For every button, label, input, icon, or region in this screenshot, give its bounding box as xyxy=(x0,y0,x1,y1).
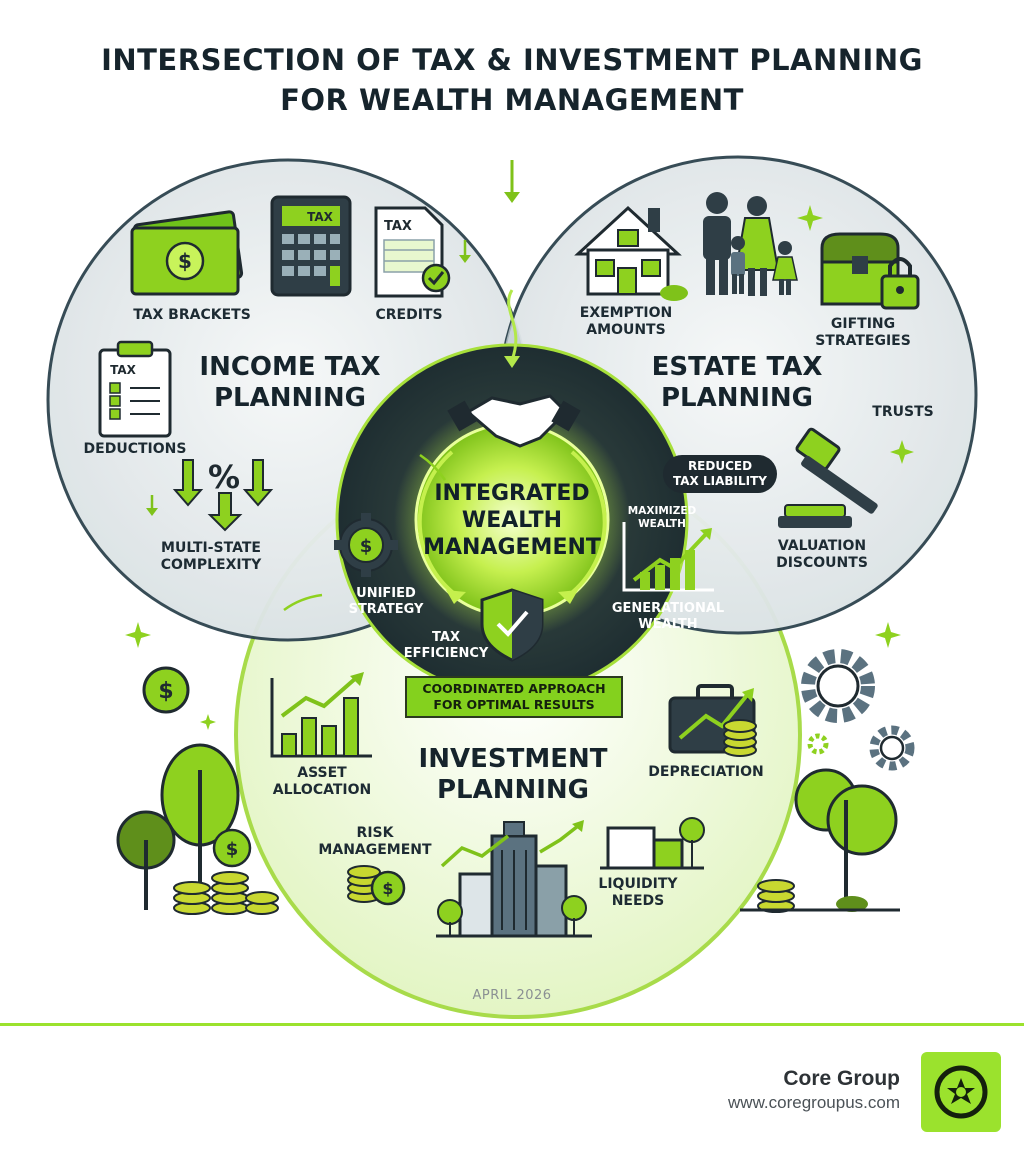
unified-strategy-label: UNIFIED STRATEGY xyxy=(348,586,424,617)
money-icon: $ xyxy=(130,210,244,296)
footer-brand: Core Group www.coregroupus.com xyxy=(728,1066,900,1114)
liquidity-needs-label: LIQUIDITY NEEDS xyxy=(598,876,678,909)
depreciation-label: DEPRECIATION xyxy=(648,764,764,780)
tree-icon-right xyxy=(740,768,900,913)
gear-dollar-text: $ xyxy=(360,536,373,557)
calculator-tax-text: TAX xyxy=(307,210,334,224)
deductions-label: DEDUCTIONS xyxy=(83,441,187,457)
percent-text: % xyxy=(208,458,240,496)
swirl-arrows xyxy=(283,453,447,612)
tree-icon xyxy=(116,743,240,910)
tax-form-text: TAX xyxy=(384,219,412,234)
percent-arrows-icon: % xyxy=(146,458,274,532)
bar-chart-icon xyxy=(270,672,372,758)
coin-dollar-text: $ xyxy=(382,879,393,898)
dollar-coin-icon: $ xyxy=(142,666,190,714)
company-url[interactable]: www.coregroupus.com xyxy=(728,1093,900,1112)
integrated-wealth-management-title: INTEGRATED WEALTH MANAGEMENT xyxy=(423,481,601,560)
dollar-gear-icon: $ xyxy=(334,513,398,577)
clipboard-icon: TAX xyxy=(98,340,172,438)
tax-efficiency-label: TAX EFFICIENCY xyxy=(403,630,489,661)
generational-wealth-label: GENERATIONAL WEALTH xyxy=(611,601,725,632)
handshake-icon xyxy=(447,394,581,448)
investment-planning-title: INVESTMENT PLANNING xyxy=(418,744,608,805)
left-coin-dollar-text: $ xyxy=(158,679,173,704)
gifting-strategies-label: GIFTING STRATEGIES xyxy=(815,316,911,349)
clipboard-tax-text: TAX xyxy=(110,363,137,377)
reduced-tax-liability-badge: REDUCED TAX LIABILITY xyxy=(663,455,777,493)
calculator-icon: TAX xyxy=(270,195,352,297)
asset-allocation-label: ASSET ALLOCATION xyxy=(272,765,372,798)
coin-stack-icon: $ xyxy=(173,828,279,915)
sparkle-icon xyxy=(125,205,914,730)
briefcase-icon xyxy=(668,684,757,757)
estate-tax-planning-title: ESTATE TAX PLANNING xyxy=(651,352,823,413)
logo-icon[interactable] xyxy=(921,1052,1001,1132)
family-icon xyxy=(703,192,798,296)
income-tax-planning-title: INCOME TAX PLANNING xyxy=(199,352,381,413)
page-title: INTERSECTION OF TAX & INVESTMENT PLANNIN… xyxy=(0,40,1024,120)
trusts-label: TRUSTS xyxy=(872,404,934,420)
title-line-2: FOR WEALTH MANAGEMENT xyxy=(280,83,744,117)
footer-divider xyxy=(0,1023,1024,1026)
house-icon xyxy=(574,205,688,301)
exemption-amounts-label: EXEMPTION AMOUNTS xyxy=(579,305,673,338)
maximized-wealth-label: MAXIMIZED WEALTH xyxy=(627,505,697,530)
buildings-icon xyxy=(600,817,705,870)
credits-label: CREDITS xyxy=(375,307,443,323)
venn-diagram: $ TAX TAX TAX % xyxy=(46,155,978,1019)
padlock-icon xyxy=(880,257,920,310)
coordinated-approach-banner: COORDINATED APPROACH FOR OPTIMAL RESULTS xyxy=(405,676,623,718)
city-icon xyxy=(436,820,592,938)
risk-management-label: RISK MANAGEMENT xyxy=(318,825,432,858)
growth-chart-icon xyxy=(622,522,714,592)
gavel-icon xyxy=(778,427,878,528)
valuation-discounts-label: VALUATION DISCOUNTS xyxy=(776,538,868,571)
stack-dollar-text: $ xyxy=(226,839,239,860)
date-label: APRIL 2026 xyxy=(472,988,552,1003)
shield-check-icon xyxy=(480,588,544,662)
company-name: Core Group xyxy=(783,1067,900,1090)
coins-icon: $ xyxy=(347,865,406,906)
tax-form-icon: TAX xyxy=(374,206,471,298)
tax-brackets-label: TAX BRACKETS xyxy=(133,307,251,323)
title-line-1: INTERSECTION OF TAX & INVESTMENT PLANNIN… xyxy=(101,43,923,77)
gear-icon xyxy=(801,649,915,771)
multi-state-complexity-label: MULTI-STATE COMPLEXITY xyxy=(160,540,262,573)
money-dollar-text: $ xyxy=(178,249,192,273)
